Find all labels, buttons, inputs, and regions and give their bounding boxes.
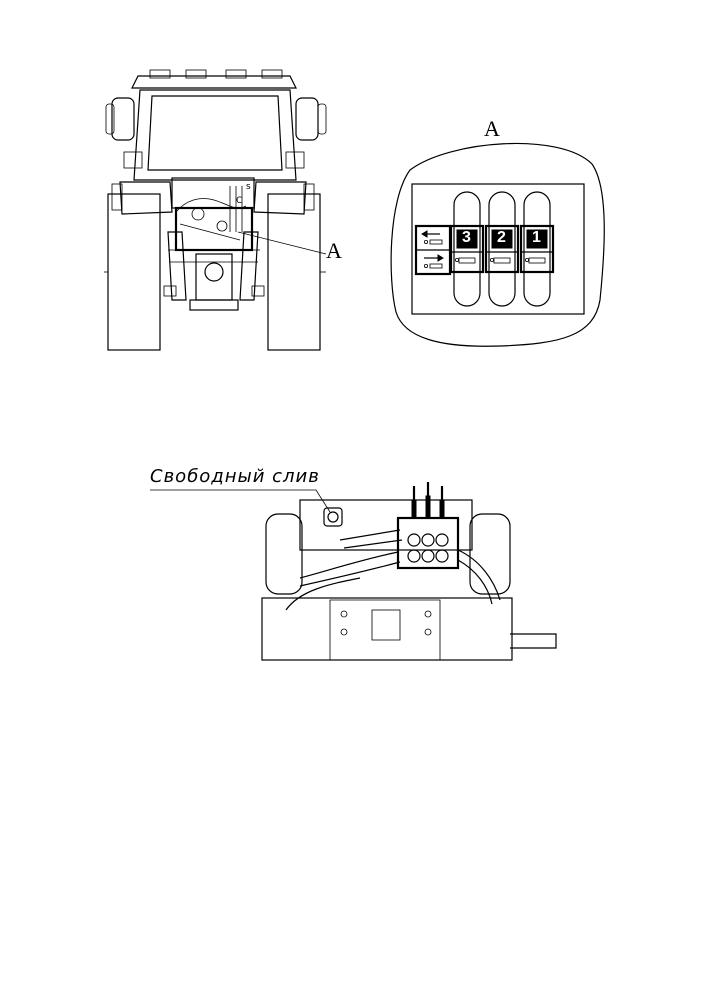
rear-wheels	[104, 193, 326, 351]
free-drain-label: Свободный слив	[150, 466, 320, 487]
rear-hydraulics	[163, 177, 265, 311]
arrow-left-icon	[421, 230, 443, 245]
section-plate-1	[519, 224, 555, 274]
tractor-mark-s: s	[246, 182, 251, 192]
section-number-3: 3	[462, 229, 471, 246]
cab	[105, 69, 327, 181]
label-leader	[150, 489, 331, 513]
section-plate-2	[484, 224, 520, 274]
section-number-1: 1	[532, 229, 541, 246]
section-number-2: 2	[497, 229, 506, 246]
hoses	[285, 529, 501, 611]
arrow-right-icon	[423, 254, 444, 269]
free-drain-fitting	[323, 507, 343, 527]
tractor-mark-c: C	[236, 196, 243, 206]
fenders	[111, 181, 315, 215]
section-plate-3	[449, 224, 485, 274]
distributor-block	[396, 482, 460, 570]
tractor-callout-label: A	[326, 238, 342, 263]
callout-leader	[237, 231, 327, 255]
rear-housing	[261, 499, 557, 661]
detail-a-title: A	[484, 116, 500, 141]
lever-slots	[453, 191, 551, 307]
